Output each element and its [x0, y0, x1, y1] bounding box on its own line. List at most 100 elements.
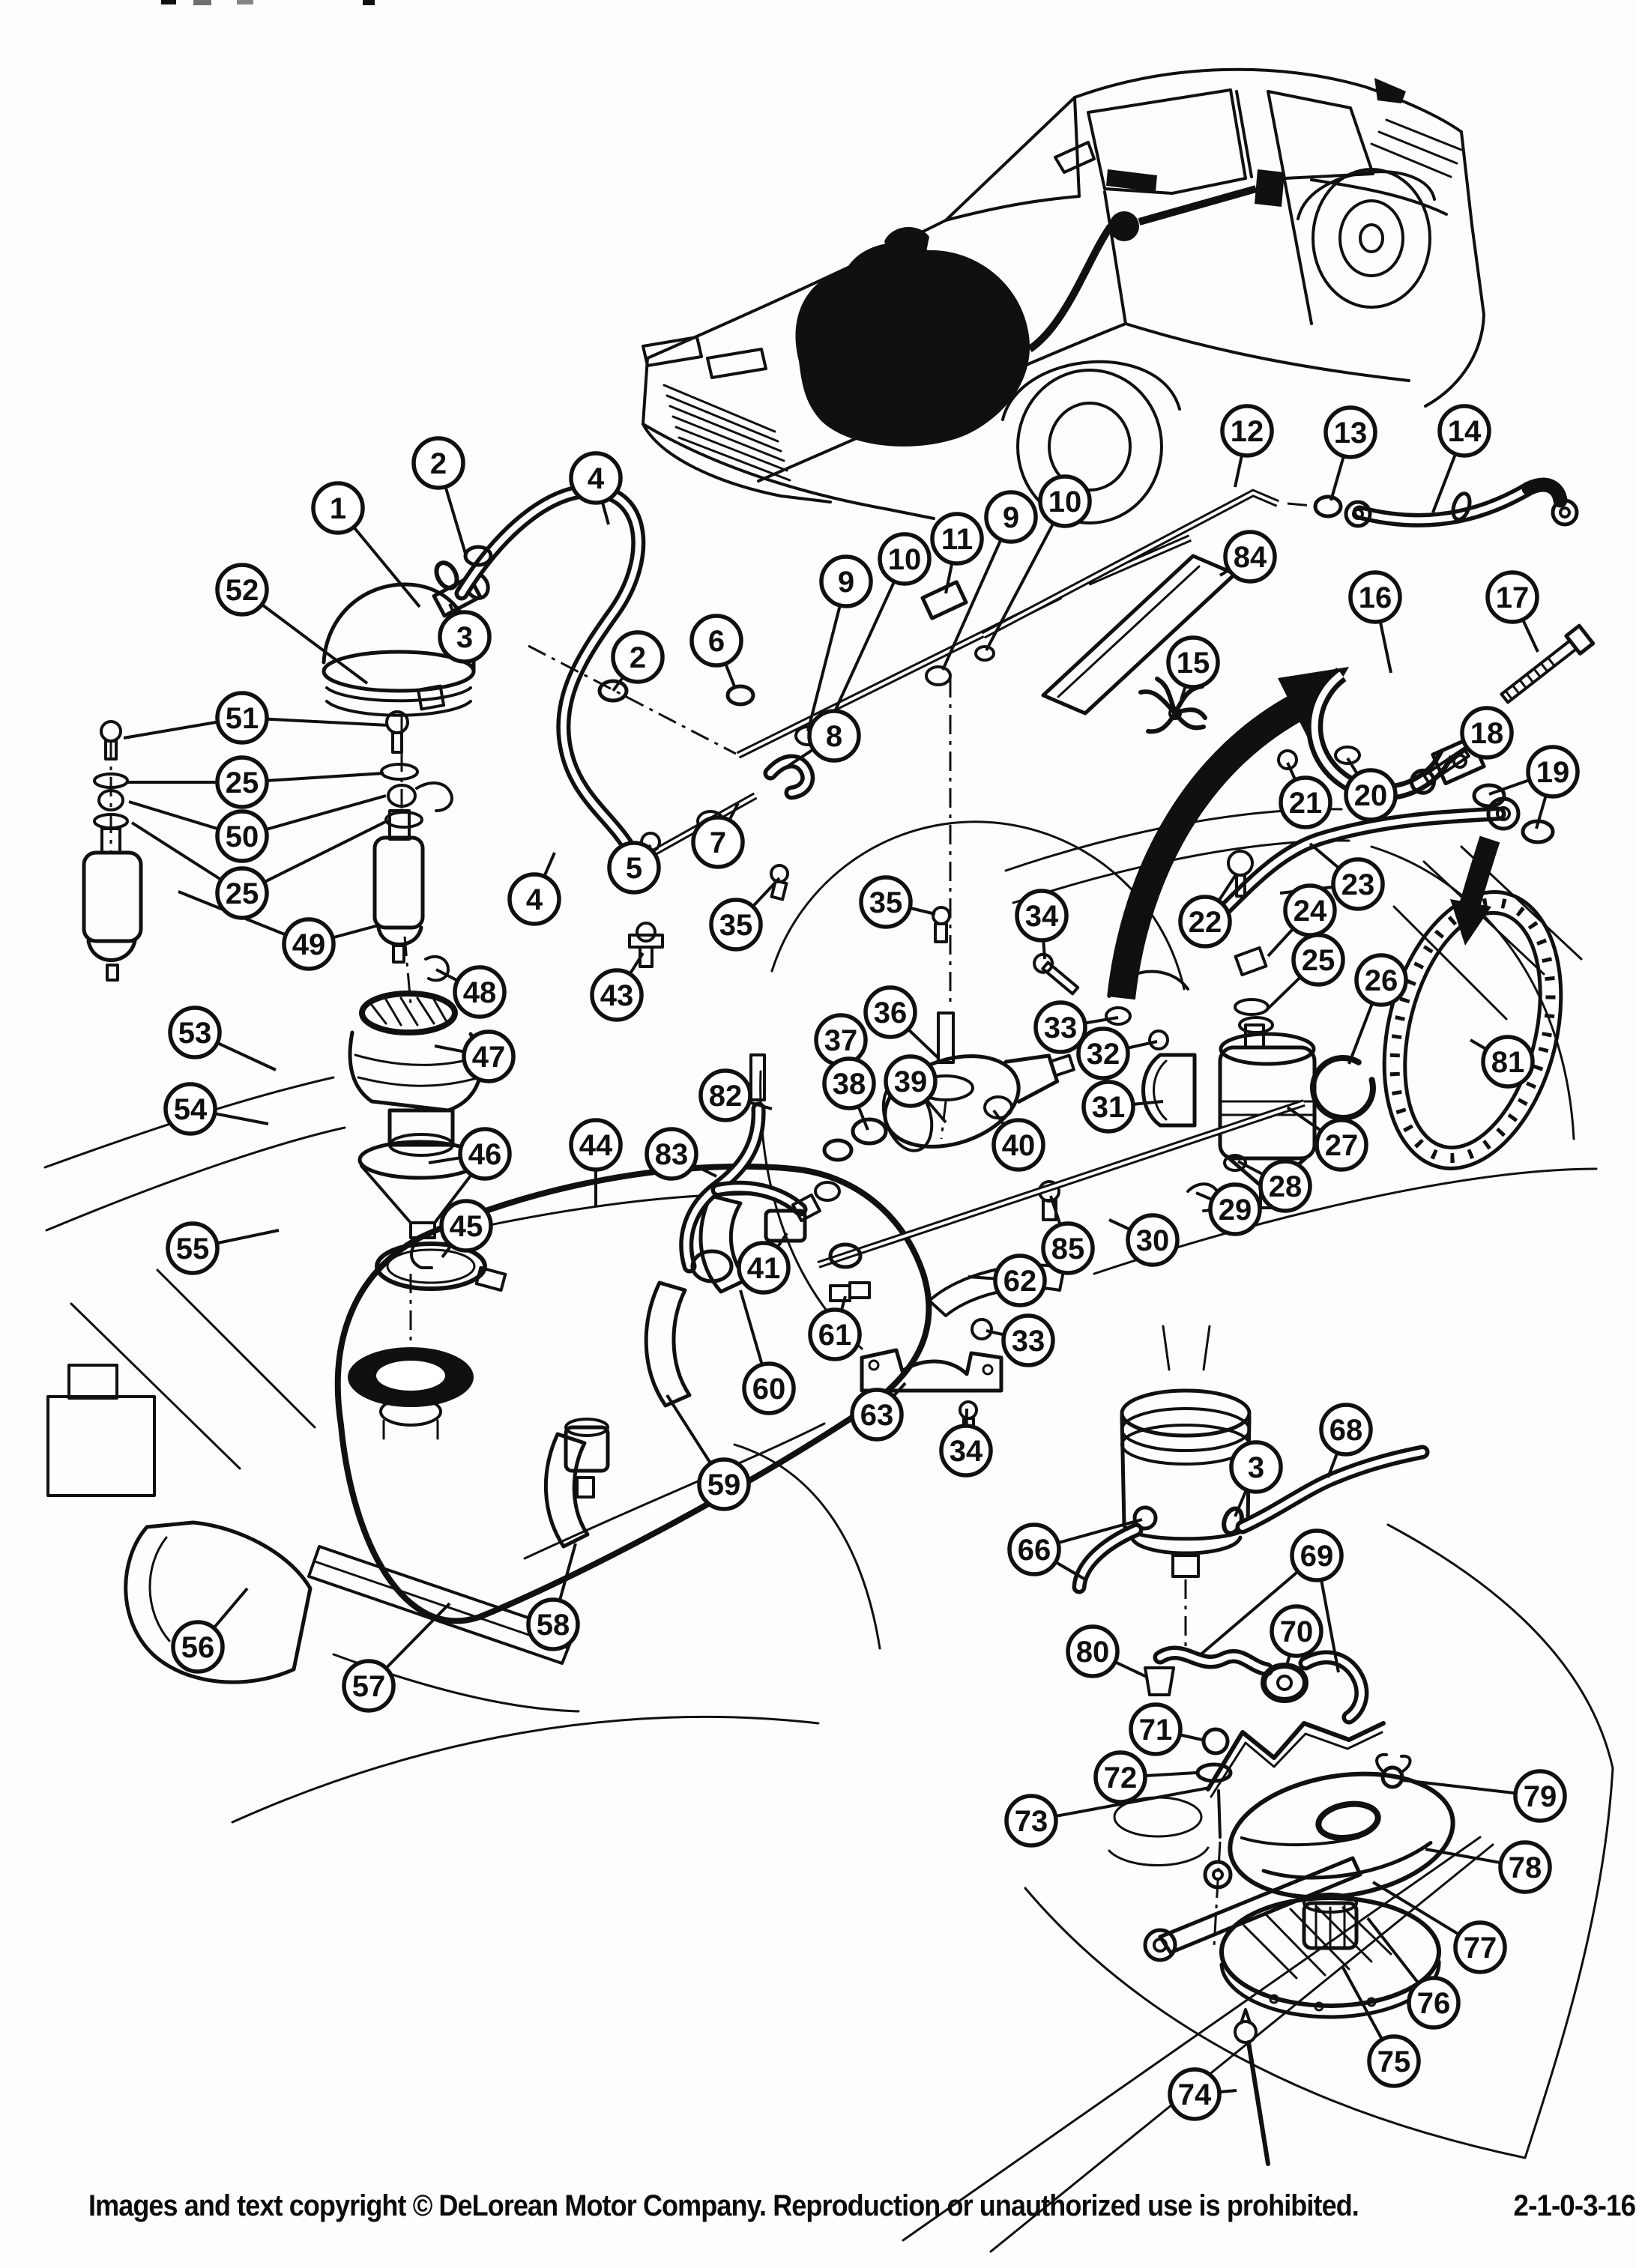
svg-text:46: 46 — [468, 1138, 502, 1171]
fuel-tank — [334, 1163, 932, 1624]
page-code: 2-1-0-3-16-20 — [1513, 2189, 1636, 2222]
svg-text:59: 59 — [707, 1469, 741, 1502]
callout-16: 16 — [1348, 570, 1402, 624]
washer-25b — [1238, 1016, 1274, 1034]
large-flow-arrow — [1107, 690, 1312, 1000]
svg-text:81: 81 — [1491, 1046, 1525, 1079]
washer-33 — [1105, 1006, 1132, 1026]
callout-60: 60 — [742, 1361, 796, 1415]
callout-11: 11 — [930, 512, 984, 566]
baffle-plate-78 — [1228, 1771, 1455, 1900]
fuel-system-silhouette — [795, 169, 1285, 447]
svg-text:2: 2 — [430, 447, 447, 480]
svg-text:43: 43 — [600, 979, 634, 1012]
leader-line-10 — [985, 501, 1066, 651]
rear-louver-lines — [1370, 118, 1463, 178]
callout-26: 26 — [1354, 953, 1408, 1007]
callout-28: 28 — [1258, 1159, 1312, 1213]
svg-text:2: 2 — [630, 641, 646, 674]
line-30-nut — [828, 1242, 863, 1269]
pickup-filter-and-funnel — [348, 991, 507, 1353]
fitting-28 — [1223, 1154, 1247, 1172]
callout-47: 47 — [462, 1029, 516, 1083]
callout-69: 69 — [1290, 1528, 1344, 1582]
callout-84: 84 — [1223, 530, 1277, 584]
copyright-text: Images and text copyright © DeLorean Mot… — [88, 2189, 1359, 2222]
callout-53: 53 — [168, 1006, 222, 1059]
bolt-34 — [1033, 952, 1080, 996]
svg-text:55: 55 — [176, 1233, 210, 1265]
svg-text:4: 4 — [526, 883, 543, 916]
callout-44: 44 — [569, 1118, 623, 1172]
svg-text:45: 45 — [450, 1210, 483, 1243]
svg-text:49: 49 — [292, 928, 326, 961]
svg-text:72: 72 — [1104, 1762, 1138, 1794]
svg-text:61: 61 — [818, 1319, 852, 1352]
tank-ring-81 — [1382, 890, 1563, 1170]
svg-text:48: 48 — [463, 976, 497, 1009]
elbow-41 — [764, 1181, 841, 1243]
svg-text:56: 56 — [181, 1631, 215, 1664]
leader-line-9 — [941, 516, 1012, 671]
svg-text:62: 62 — [1003, 1265, 1037, 1298]
strap-pad-58 — [543, 1432, 590, 1549]
svg-text:51: 51 — [226, 702, 259, 735]
svg-text:39: 39 — [894, 1065, 928, 1098]
callout-12: 12 — [1220, 404, 1274, 458]
svg-text:33: 33 — [1012, 1325, 1045, 1358]
callout-13: 13 — [1323, 405, 1377, 459]
callout-70: 70 — [1270, 1604, 1323, 1658]
callout-2: 2 — [611, 630, 665, 684]
pump-39 — [881, 1053, 1075, 1152]
callout-59: 59 — [697, 1457, 751, 1511]
svg-text:4: 4 — [588, 462, 605, 495]
fuel-filter-assembly — [1033, 890, 1563, 1212]
svg-text:8: 8 — [826, 720, 842, 753]
svg-text:44: 44 — [579, 1129, 613, 1162]
callout-25: 25 — [215, 866, 269, 920]
bolt-22 — [1227, 850, 1254, 877]
nut-6 — [725, 684, 755, 707]
svg-text:24: 24 — [1294, 895, 1327, 928]
nut-9b — [925, 665, 952, 686]
callout-6: 6 — [689, 614, 743, 668]
callout-85: 85 — [1041, 1221, 1095, 1275]
callout-76: 76 — [1407, 1976, 1461, 2030]
callout-81: 81 — [1481, 1035, 1535, 1089]
filler-hose-4 — [454, 483, 646, 859]
svg-text:36: 36 — [874, 997, 908, 1029]
svg-text:25: 25 — [226, 877, 259, 910]
svg-text:34: 34 — [1025, 900, 1059, 933]
callout-9: 9 — [819, 554, 873, 608]
upper-fuel-lines — [640, 477, 1579, 856]
front-wheel — [1016, 369, 1163, 524]
callout-78: 78 — [1498, 1840, 1552, 1894]
strap-pad-60 — [698, 1194, 749, 1294]
svg-text:40: 40 — [1002, 1129, 1036, 1162]
callout-35: 35 — [859, 875, 913, 929]
callout-7: 7 — [691, 815, 745, 869]
callout-20: 20 — [1344, 768, 1398, 822]
svg-text:66: 66 — [1018, 1534, 1051, 1567]
strainer-76 — [1219, 1893, 1441, 2019]
svg-text:9: 9 — [1003, 501, 1019, 534]
svg-text:21: 21 — [1289, 787, 1323, 820]
svg-text:85: 85 — [1051, 1233, 1085, 1265]
svg-text:3: 3 — [1248, 1451, 1264, 1484]
svg-text:9: 9 — [838, 566, 854, 599]
callout-82: 82 — [698, 1068, 752, 1122]
center-fuel-pump-assembly — [372, 710, 453, 1005]
svg-text:25: 25 — [1302, 944, 1335, 977]
callout-73: 73 — [1004, 1794, 1058, 1848]
svg-text:69: 69 — [1300, 1540, 1334, 1573]
drain-rod-74 — [1234, 2008, 1270, 2166]
svg-text:20: 20 — [1354, 779, 1388, 812]
svg-text:71: 71 — [1139, 1714, 1173, 1747]
svg-text:31: 31 — [1092, 1091, 1126, 1124]
callout-31: 31 — [1081, 1080, 1135, 1134]
hose-clamp-14 — [1451, 492, 1472, 521]
fitting-2b — [597, 679, 629, 703]
callout-66: 66 — [1007, 1522, 1061, 1576]
callout-17: 17 — [1485, 570, 1539, 624]
